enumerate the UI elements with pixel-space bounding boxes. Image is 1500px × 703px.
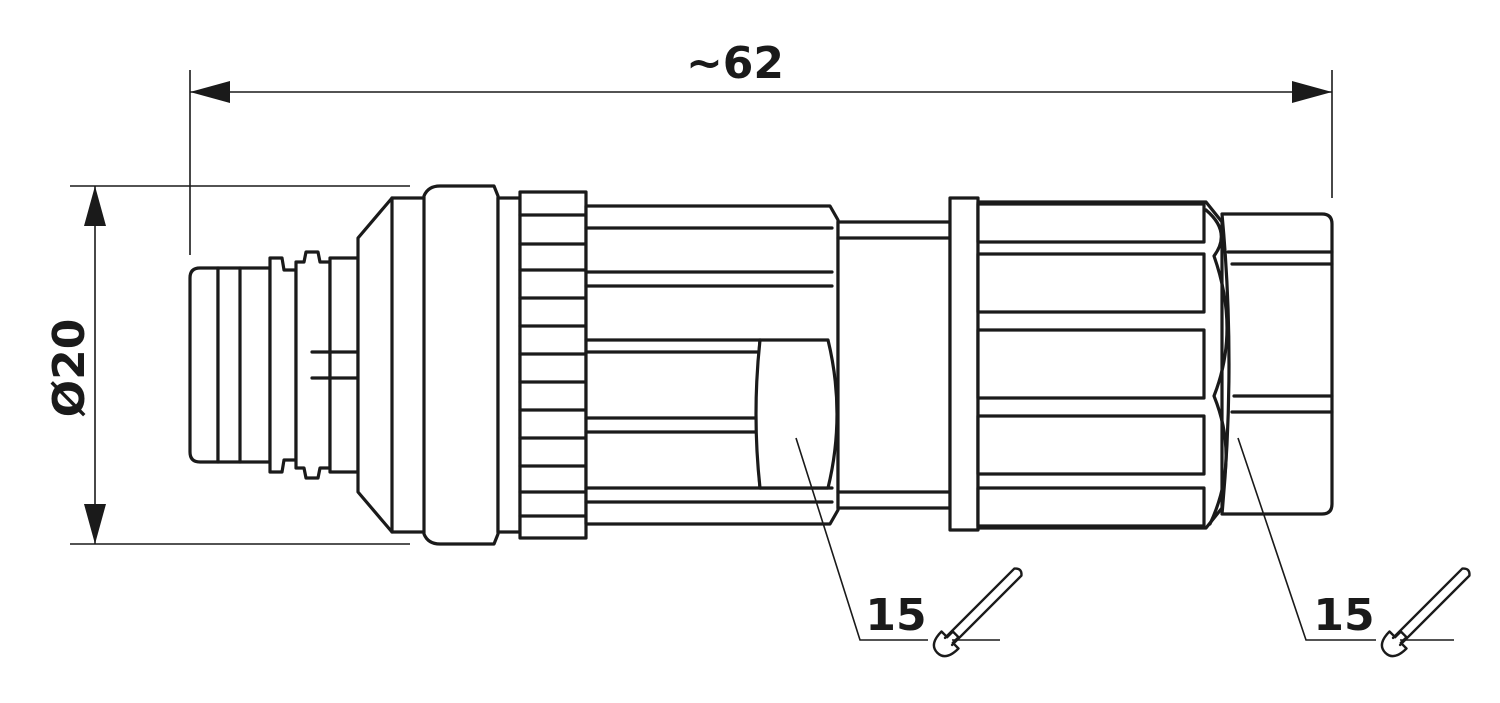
coupling-ring bbox=[422, 184, 500, 546]
plug-face bbox=[188, 250, 360, 480]
diameter-arrow-top bbox=[84, 186, 106, 226]
ribbed-sleeve bbox=[584, 204, 840, 526]
end-cap bbox=[1204, 208, 1334, 526]
length-label: ~62 bbox=[686, 38, 784, 89]
neck-tube bbox=[836, 220, 952, 510]
wrench-callout-2: 15 bbox=[1237, 437, 1471, 658]
open-end-wrench-icon bbox=[932, 567, 1023, 658]
cable-gland-nut bbox=[948, 196, 1224, 532]
open-end-wrench-icon bbox=[1380, 567, 1471, 658]
connector-body bbox=[188, 184, 1334, 546]
length-dimension: ~62 bbox=[189, 38, 1333, 255]
wrench-size-label-2: 15 bbox=[1313, 590, 1374, 641]
wrench-size-label-1: 15 bbox=[865, 590, 926, 641]
diameter-label: Ø20 bbox=[44, 319, 95, 418]
wrench-flat-1 bbox=[754, 338, 839, 490]
diameter-arrow-bottom bbox=[84, 504, 106, 544]
length-arrow-left bbox=[190, 81, 230, 103]
knurled-nut bbox=[518, 190, 588, 540]
length-arrow-right bbox=[1292, 81, 1332, 103]
conical-flange bbox=[356, 196, 432, 534]
step-ring bbox=[496, 196, 522, 534]
wrench-callout-1: 15 bbox=[795, 437, 1023, 658]
diameter-dimension: Ø20 bbox=[44, 185, 410, 545]
